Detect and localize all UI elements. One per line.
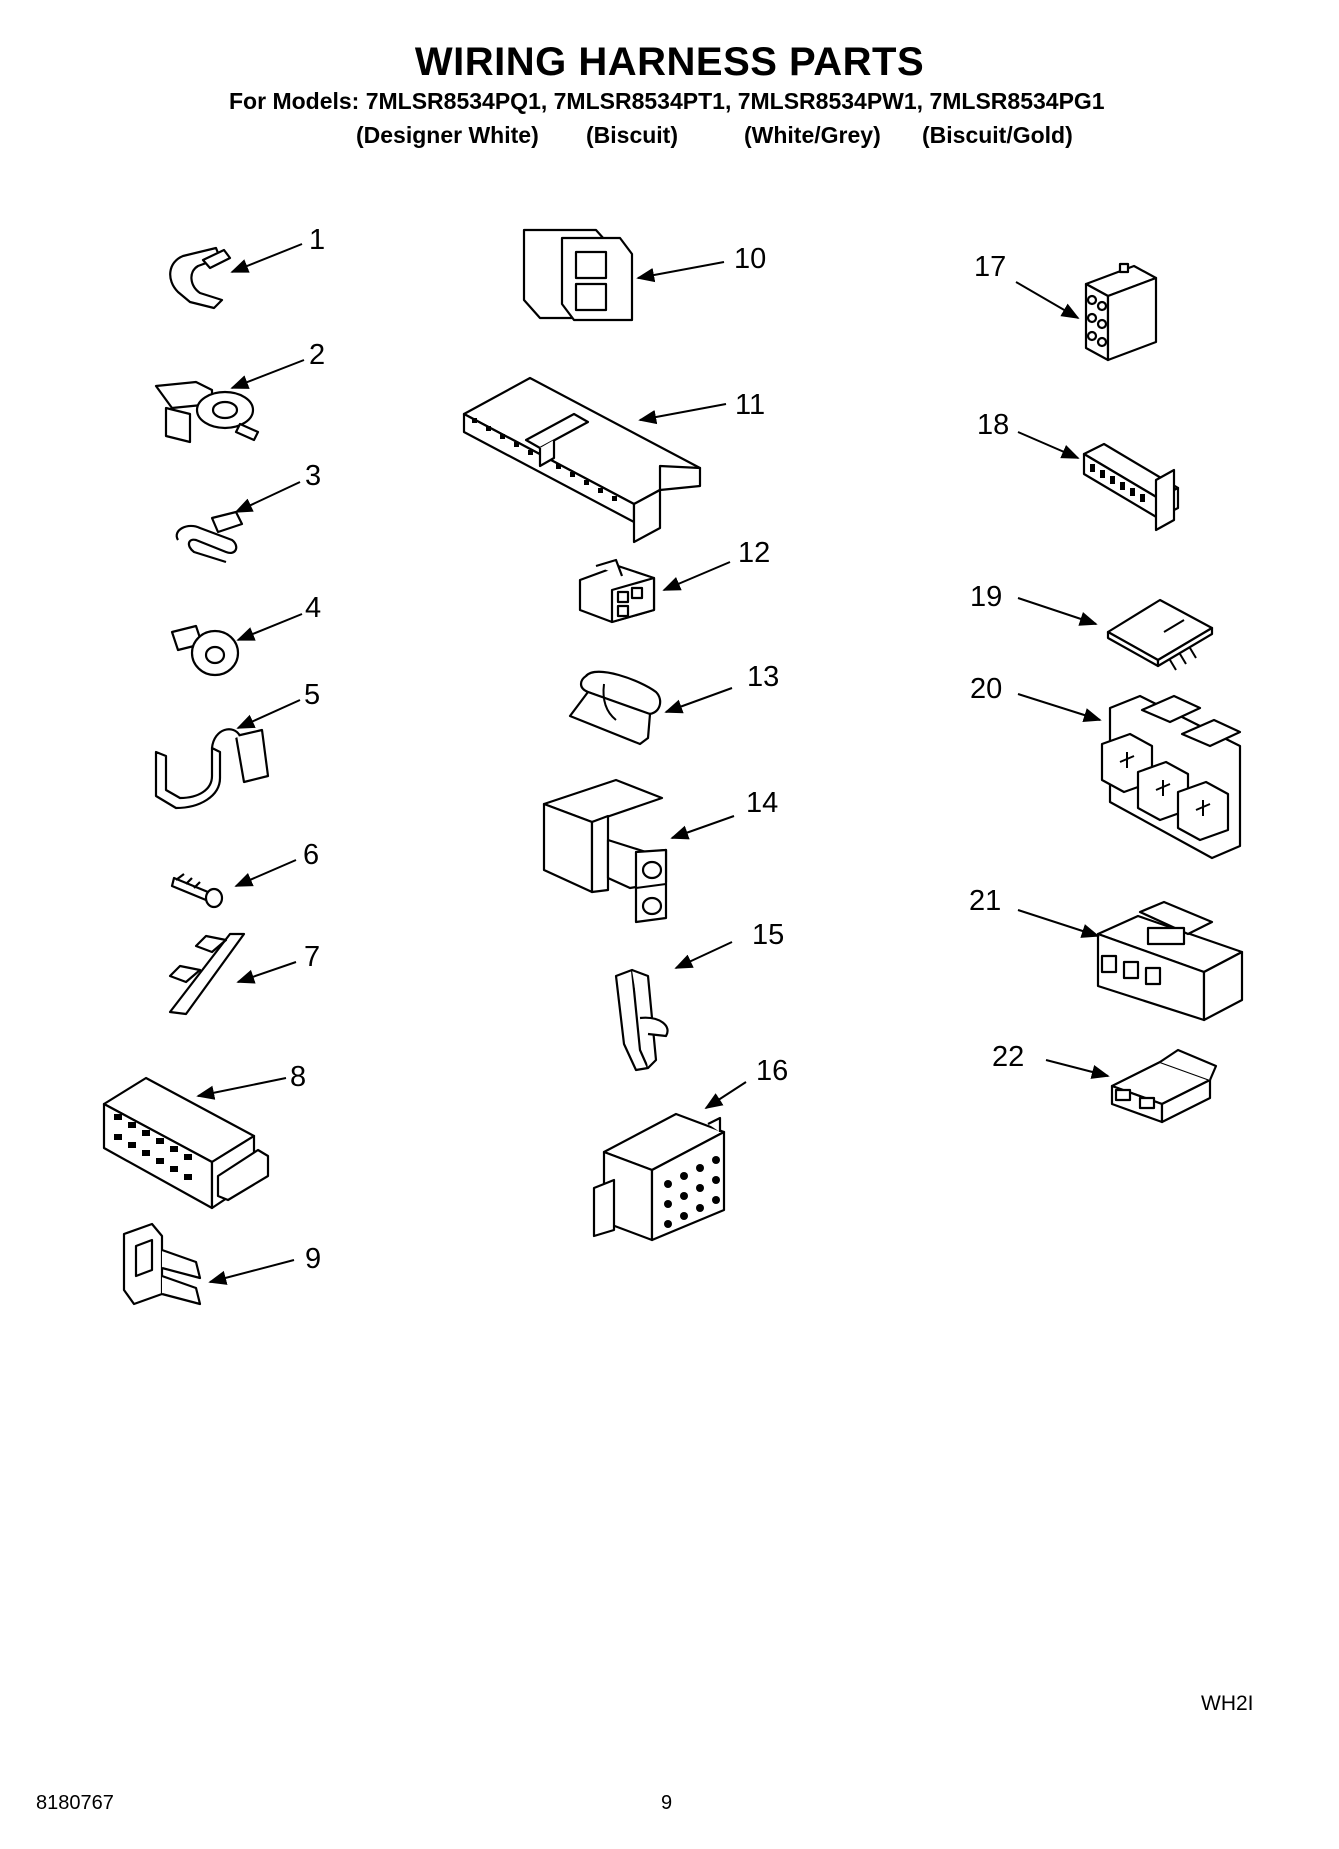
callout-10: 10 — [734, 243, 766, 275]
callout-6: 6 — [303, 839, 319, 871]
callout-13: 13 — [747, 661, 779, 693]
part-15-hinge-clip — [614, 968, 669, 1072]
callout-3: 3 — [305, 460, 321, 492]
part-19-flat-board — [1106, 598, 1214, 671]
part-8-connector — [102, 1076, 270, 1210]
models-line: For Models: 7MLSR8534PQ1, 7MLSR8534PT1, … — [229, 88, 1105, 114]
part-7-tie-mount — [168, 932, 246, 1016]
finish-designer-white: (Designer White) — [356, 122, 539, 148]
callout-22: 22 — [992, 1041, 1024, 1073]
part-11-terminal-block — [462, 376, 702, 544]
callout-18: 18 — [977, 409, 1009, 441]
part-3-wire-retainer — [175, 510, 244, 564]
callout-14: 14 — [746, 787, 778, 819]
part-1-wire-clip — [169, 246, 232, 310]
page-title: WIRING HARNESS PARTS — [414, 40, 925, 84]
callout-2: 2 — [309, 339, 325, 371]
part-14-housing — [542, 778, 668, 924]
part-22-latch-connector — [1110, 1048, 1218, 1124]
callout-1: 1 — [309, 224, 325, 256]
part-2-harness-clamp — [154, 380, 260, 444]
part-6-push-pin — [170, 873, 224, 909]
callout-4: 4 — [305, 592, 321, 624]
callout-5: 5 — [304, 679, 320, 711]
finish-white-grey: (White/Grey) — [744, 122, 881, 148]
finish-biscuit: (Biscuit) — [586, 122, 678, 148]
callout-21: 21 — [969, 885, 1001, 917]
part-13-sleeve — [568, 670, 662, 746]
part-17-cube-connector — [1084, 262, 1158, 362]
part-5-bracket-clip — [154, 728, 270, 810]
part-12-connector — [578, 558, 656, 624]
code-label: WH2I — [1201, 1692, 1254, 1715]
part-4-ring-clip — [170, 624, 240, 677]
callout-12: 12 — [738, 537, 770, 569]
part-10-housing — [522, 228, 634, 322]
callout-7: 7 — [304, 941, 320, 973]
callout-8: 8 — [290, 1061, 306, 1093]
part-21-connector — [1096, 900, 1244, 1022]
part-16-connector — [592, 1112, 726, 1242]
callout-16: 16 — [756, 1055, 788, 1087]
callout-15: 15 — [752, 919, 784, 951]
callout-20: 20 — [970, 673, 1002, 705]
part-18-terminal-strip — [1082, 442, 1180, 532]
callout-9: 9 — [305, 1243, 321, 1275]
part-20-triple-socket — [1100, 694, 1242, 860]
callout-19: 19 — [970, 581, 1002, 613]
callout-17: 17 — [974, 251, 1006, 283]
page-number: 9 — [661, 1792, 673, 1814]
part-9-connector — [122, 1222, 202, 1306]
finish-biscuit-gold: (Biscuit/Gold) — [922, 122, 1073, 148]
document-number: 8180767 — [36, 1792, 114, 1814]
callout-11: 11 — [735, 389, 765, 421]
